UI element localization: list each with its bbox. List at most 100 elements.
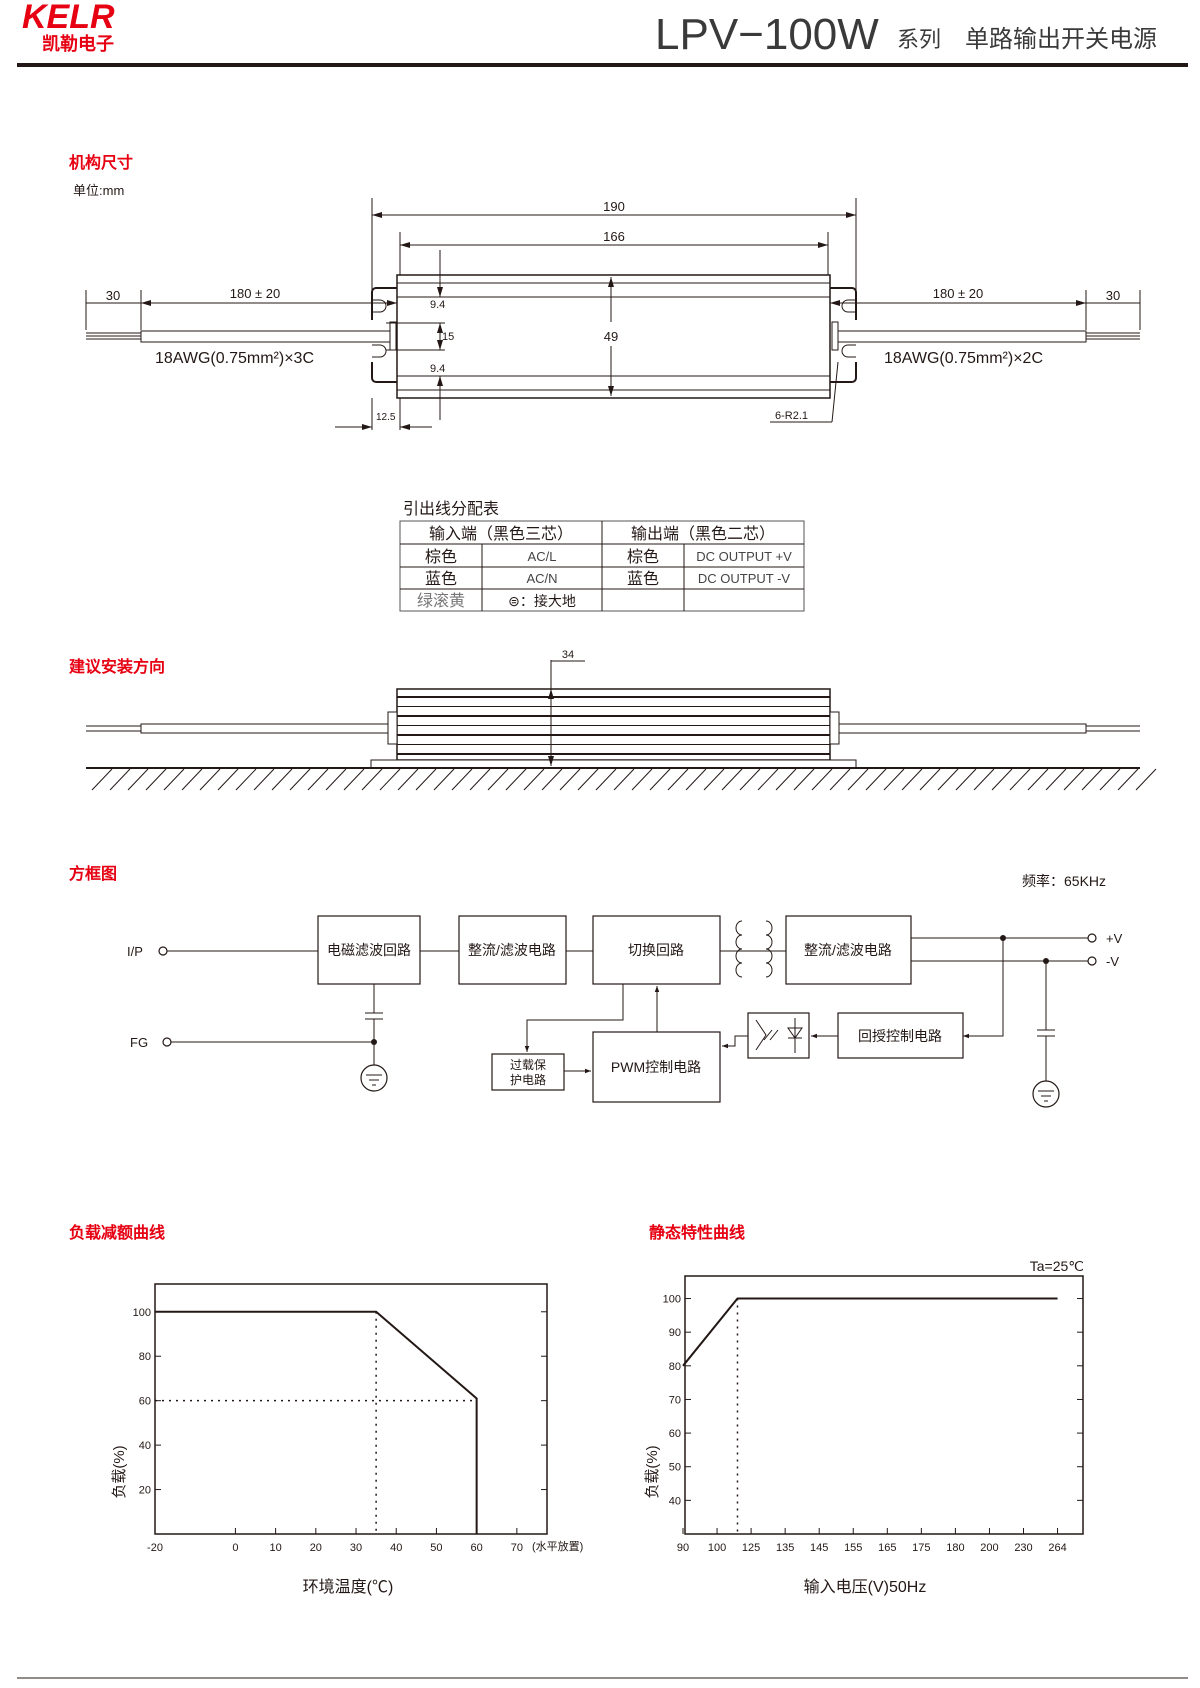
x-tick-label: 0 (232, 1542, 238, 1554)
block-label: 护电路 (510, 1072, 546, 1087)
header: KELR 凯勒电子 LPV−100W 系列 单路输出开关电源 (17, 0, 1188, 67)
hatch-line (667, 768, 689, 791)
table-row: 绿滚黄 ⊜：接大地 (417, 592, 576, 610)
x-tick-label: 20 (310, 1542, 322, 1554)
product-title: 单路输出开关电源 (965, 26, 1157, 53)
dim-body: 166 (603, 229, 625, 244)
y-axis-label: 负载(%) (644, 1445, 661, 1498)
y-tick-label: 40 (669, 1495, 681, 1507)
hatch-line (739, 768, 761, 791)
plot-frame (684, 1275, 1084, 1535)
hatch-line (109, 768, 131, 791)
hatch-line (847, 768, 869, 791)
x-tick-label: 125 (742, 1542, 760, 1554)
input-cable (86, 330, 391, 343)
hatch-line (1045, 768, 1067, 791)
section-title: 机构尺寸 (69, 153, 133, 172)
y-tick-label: 60 (139, 1396, 151, 1408)
hatch-line (811, 768, 833, 791)
hatch-line (505, 768, 527, 791)
dim-side-height: 34 (562, 649, 574, 661)
hatch-line (433, 768, 455, 791)
chart-title: 负载减额曲线 (69, 1223, 165, 1242)
hatch-line (991, 768, 1013, 791)
y-tick-label: 100 (133, 1307, 151, 1319)
hatch-line (829, 768, 851, 791)
header-rule (17, 63, 1188, 67)
pwm-control-block (592, 1031, 721, 1103)
dim-wire-right: 180 ± 20 (933, 286, 984, 301)
table-title: 引出线分配表 (403, 500, 499, 518)
hatch-line (127, 768, 149, 791)
hatch-line (757, 768, 779, 791)
hatch-line (1027, 768, 1049, 791)
dimension-drawing: 机构尺寸 单位:mm 190 166 30 180 ± 20 (69, 153, 1141, 430)
hatch-line (343, 768, 365, 791)
hatch-line (559, 768, 581, 791)
block-label: 电磁滤波回路 (327, 942, 411, 958)
dim-strip-right: 30 (1106, 288, 1120, 303)
hatch-line (253, 768, 275, 791)
y-tick-label: 20 (139, 1485, 151, 1497)
hatch-line (271, 768, 293, 791)
cell: 绿滚黄 (417, 592, 465, 610)
y-axis-label: 负载(%) (111, 1445, 128, 1498)
x-tick-label: 30 (350, 1542, 362, 1554)
y-tick-label: 60 (669, 1428, 681, 1440)
mounting-drawing: 建议安装方向 34 (69, 649, 1157, 791)
hatch-line (361, 768, 383, 791)
hatch-line (289, 768, 311, 791)
hatch-line (523, 768, 545, 791)
model-title: LPV−100W (655, 10, 879, 59)
hatch-line (307, 768, 329, 791)
y-tick-label: 40 (139, 1440, 151, 1452)
cell: 蓝色 (627, 570, 659, 588)
hatch-line (415, 768, 437, 791)
dim-top: 9.4 (430, 299, 445, 311)
y-tick-label: 100 (663, 1294, 681, 1306)
hatch-line (1117, 768, 1139, 791)
block-label: PWM控制电路 (611, 1059, 701, 1075)
x-tick-label: 180 (946, 1542, 964, 1554)
dim-holes: 6-R2.1 (775, 410, 808, 422)
x-tick-label: 50 (430, 1542, 442, 1554)
fg-label: FG (130, 1035, 148, 1050)
hatch-line (181, 768, 203, 791)
block-label: 回授控制电路 (858, 1028, 942, 1044)
x-tick-label: 135 (776, 1542, 794, 1554)
hatch-line (217, 768, 239, 791)
series-line (682, 1297, 1058, 1367)
hatch-line (325, 768, 347, 791)
cell: AC/N (526, 571, 557, 586)
table-row: 蓝色 AC/N 蓝色 DC OUTPUT -V (425, 570, 790, 588)
switching-block (592, 915, 721, 985)
hatch-line (163, 768, 185, 791)
hatch-line (235, 768, 257, 791)
ground-icon (1032, 1080, 1060, 1108)
dim-flange: 12.5 (376, 412, 396, 423)
cable-in-spec: 18AWG(0.75mm²)×3C (155, 350, 314, 367)
hatch-line (613, 768, 635, 791)
hatch-line (1099, 768, 1121, 791)
dim-mid: 15 (442, 331, 454, 343)
hatch-line (577, 768, 599, 791)
neg-output-label: -V (1106, 954, 1119, 969)
logo: KELR (22, 0, 115, 36)
x-tick-label: 230 (1014, 1542, 1032, 1554)
block-label: 整流/滤波电路 (804, 942, 892, 958)
input-header: 输入端（黑色三芯） (429, 525, 573, 543)
hatch-line (901, 768, 923, 791)
plot-frame (154, 1283, 548, 1535)
optocoupler-icon (747, 1012, 810, 1059)
logo-cn: 凯勒电子 (42, 33, 114, 54)
ip-label: I/P (127, 944, 143, 959)
x-tick-label: 10 (269, 1542, 281, 1554)
cell: DC OUTPUT -V (698, 571, 791, 586)
ground-hatch (91, 768, 1157, 791)
hatch-line (1009, 768, 1031, 791)
emi-filter-block (317, 915, 421, 985)
hatch-line (1135, 768, 1157, 791)
frequency-label: 频率：65KHz (1022, 873, 1106, 889)
